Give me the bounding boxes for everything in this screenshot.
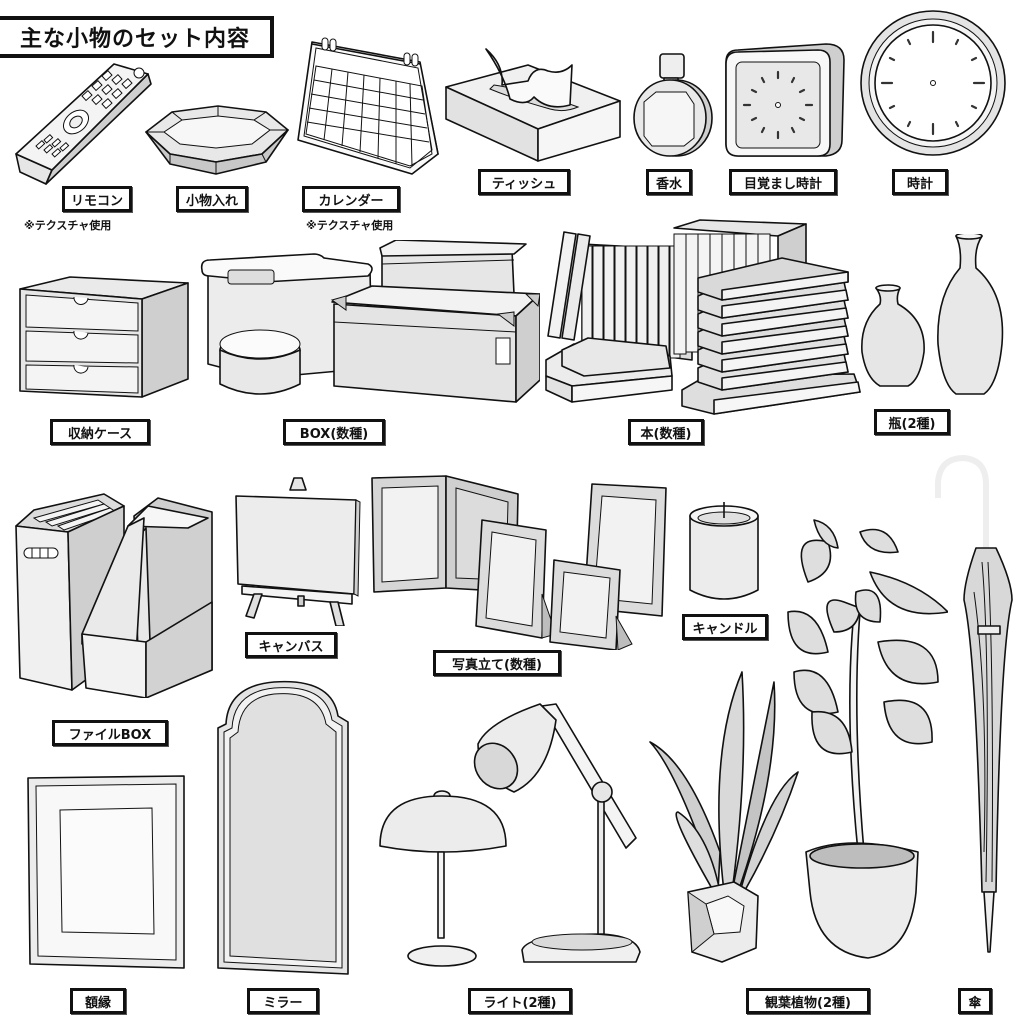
label-books: 本(数種): [628, 419, 704, 445]
label-file-box: ファイルBOX: [52, 720, 168, 746]
note-remote-texture: ※テクスチャ使用: [24, 219, 112, 232]
label-boxes: BOX(数種): [283, 419, 385, 445]
label-tissue: ティッシュ: [478, 169, 570, 195]
easel-canvas-icon: [235, 477, 361, 626]
label-canvas: キャンバス: [245, 632, 337, 658]
label-lamps: ライト(2種): [468, 988, 572, 1014]
books-icon: [545, 219, 861, 415]
picture-frame-icon: [27, 775, 185, 969]
page-title: 主な小物のセット内容: [0, 16, 274, 58]
perfume-bottle-icon: [633, 53, 713, 157]
mirror-icon: [217, 680, 349, 975]
label-picture-frame: 額縁: [70, 988, 126, 1014]
desk-calendar-icon: [297, 37, 439, 175]
label-candle: キャンドル: [682, 614, 768, 640]
remote-control-icon: [15, 63, 152, 185]
tissue-box-icon: [445, 48, 621, 162]
label-calendar: カレンダー: [302, 186, 400, 212]
umbrella-icon: [935, 454, 1013, 953]
label-perfume: 香水: [646, 169, 692, 195]
label-vases: 瓶(2種): [874, 409, 950, 435]
vases-icon: [861, 234, 1004, 395]
lamps-icon: [379, 703, 641, 967]
note-calendar-texture: ※テクスチャ使用: [306, 219, 394, 232]
label-houseplants: 観葉植物(2種): [746, 988, 870, 1014]
houseplants-icon: [649, 519, 948, 963]
bowl-icon: [145, 105, 289, 175]
label-umbrella: 傘: [958, 988, 992, 1014]
file-box-icon: [15, 493, 213, 698]
wall-clock-icon: [860, 10, 1006, 156]
storage-boxes-icon: [200, 240, 540, 403]
label-bowl: 小物入れ: [176, 186, 248, 212]
label-clock: 時計: [892, 169, 948, 195]
label-alarm-clock: 目覚まし時計: [729, 169, 837, 195]
candle-icon: [689, 502, 759, 600]
alarm-clock-icon: [725, 43, 845, 157]
photo-frames-icon: [371, 475, 667, 650]
label-mirror: ミラー: [247, 988, 319, 1014]
label-photo-frames: 写真立て(数種): [433, 650, 561, 676]
drawer-case-icon: [19, 276, 189, 398]
label-remote: リモコン: [62, 186, 132, 212]
label-drawer-case: 収納ケース: [50, 419, 150, 445]
